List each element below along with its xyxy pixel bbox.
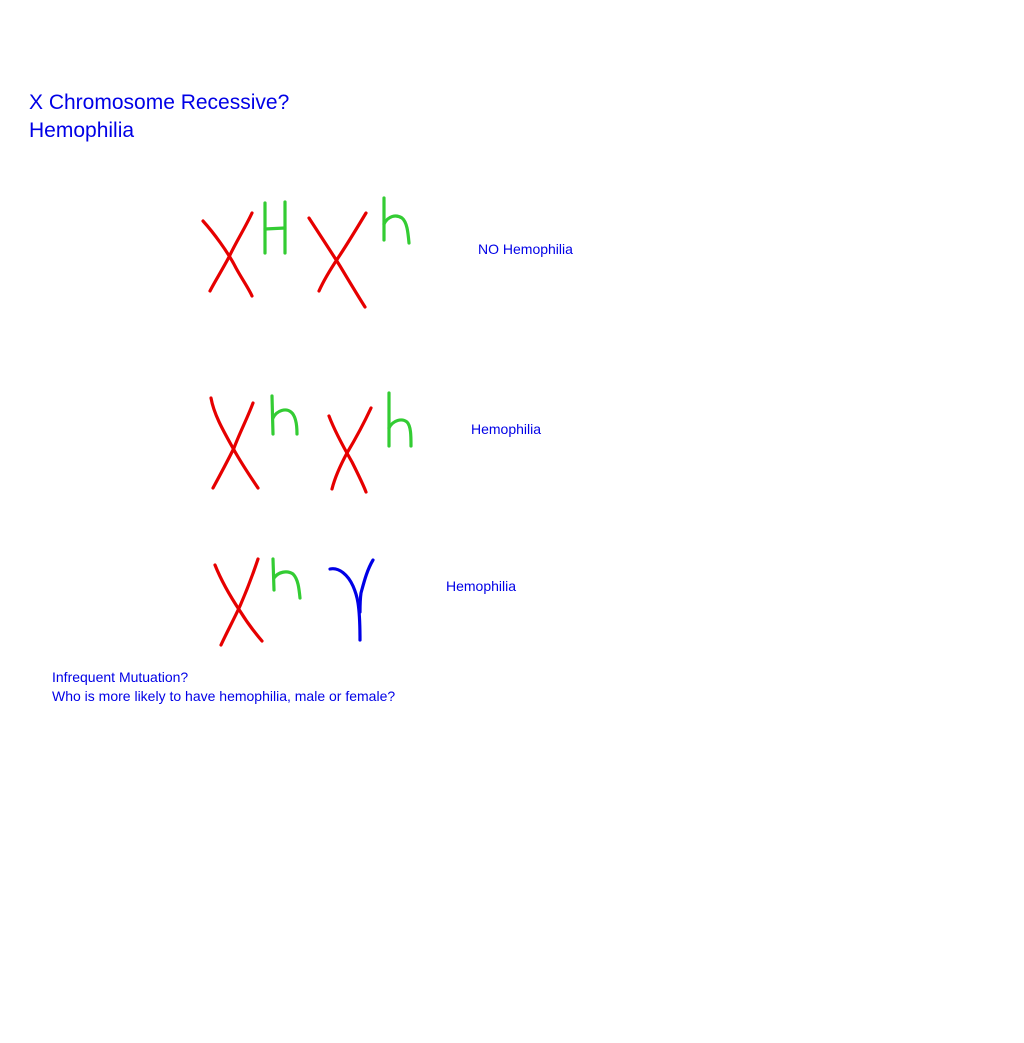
note-line-2: Who is more likely to have hemophilia, m…: [52, 687, 395, 706]
allele-h-glyph: [389, 393, 411, 446]
row-3-phenotype-label: Hemophilia: [446, 578, 516, 594]
allele-H-glyph: [265, 202, 285, 253]
note-line-1: Infrequent Mutuation?: [52, 668, 395, 687]
genotype-row-2: [211, 393, 411, 492]
notes: Infrequent Mutuation? Who is more likely…: [52, 668, 395, 706]
x-chromosome-glyph: [309, 213, 366, 307]
x-chromosome-glyph: [329, 408, 371, 492]
row-2-phenotype-label: Hemophilia: [471, 421, 541, 437]
genotype-row-3: [215, 559, 373, 645]
allele-h-glyph: [273, 559, 300, 598]
x-chromosome-glyph: [203, 213, 252, 296]
row-1-phenotype-label: NO Hemophilia: [478, 241, 573, 257]
y-chromosome-glyph: [330, 560, 373, 640]
allele-h-glyph: [384, 198, 409, 243]
genotype-row-1: [203, 198, 409, 307]
allele-h-glyph: [272, 396, 297, 434]
x-chromosome-glyph: [215, 559, 262, 645]
x-chromosome-glyph: [211, 398, 258, 488]
